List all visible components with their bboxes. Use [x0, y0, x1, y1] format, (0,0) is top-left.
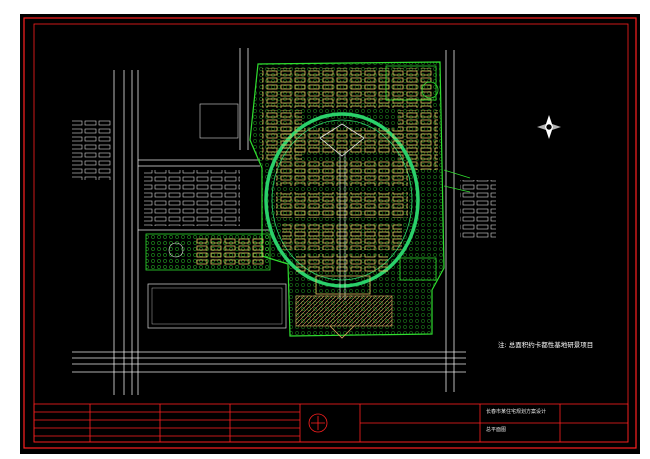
ring-road	[264, 112, 420, 288]
plan-note: 注: 总面积约卡都性基地研景项目	[498, 341, 594, 349]
south-plaza	[295, 275, 393, 339]
surrounding-buildings-west	[72, 103, 496, 240]
east-junction	[399, 169, 471, 281]
north-arrow-icon	[537, 115, 561, 139]
title-block	[33, 403, 629, 443]
drawing-name: 总平面图	[486, 427, 507, 433]
central-axis	[319, 123, 365, 300]
south-plot	[147, 283, 287, 329]
west-green-block	[145, 233, 271, 271]
compass-seal-icon	[308, 413, 328, 433]
project-name: 长春市某住宅规划方案设计	[486, 409, 547, 415]
residential-blocks-inner	[276, 128, 408, 272]
road-network	[72, 48, 466, 395]
